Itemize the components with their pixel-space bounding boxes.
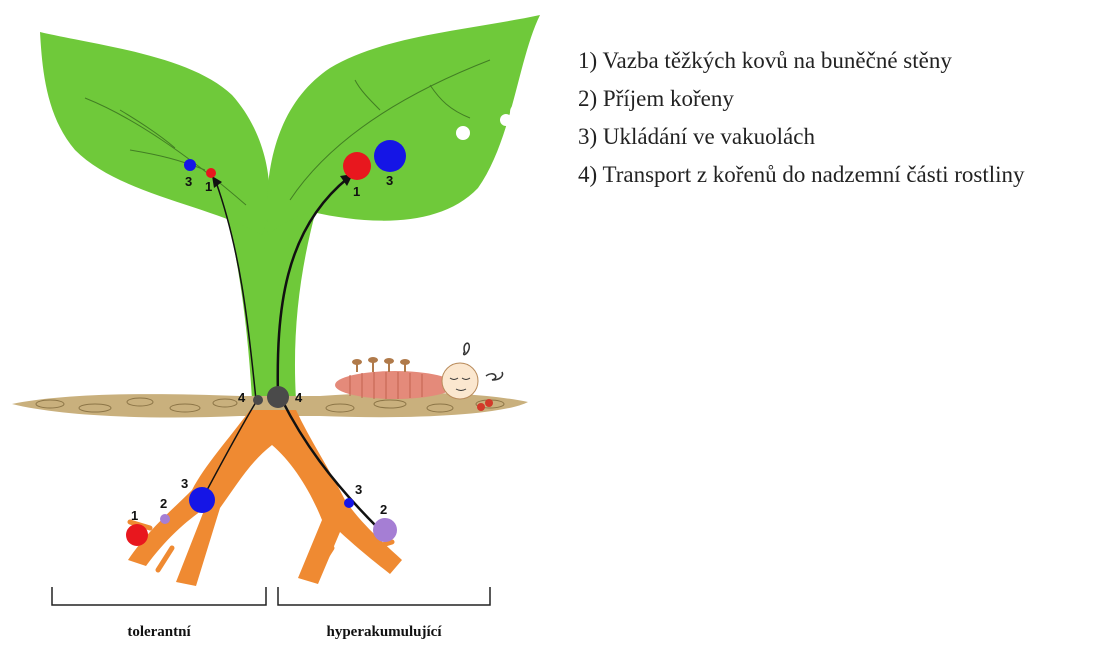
right-leaf-red-circle <box>343 152 371 180</box>
left-leaf-blue-circle <box>184 159 196 171</box>
marker-left-root-blue: 3 <box>181 476 188 491</box>
right-leaf-blue-circle <box>374 140 406 172</box>
legend-item: 4) Transport z kořenů do nadzemní části … <box>578 156 1098 194</box>
stem-node-small <box>253 395 263 405</box>
right-root-purple-circle <box>373 518 397 542</box>
marker-left-leaf-blue: 3 <box>185 174 192 189</box>
bracket-left <box>52 587 266 605</box>
marker-right-leaf-red: 1 <box>353 184 360 199</box>
legend-item: 2) Příjem kořeny <box>578 80 1098 118</box>
plant-diagram: 3 1 1 3 4 4 1 2 3 3 2 tolerantní hyperak… <box>0 0 560 648</box>
left-leaf-red-circle <box>206 168 216 178</box>
legend-item: 1) Vazba těžkých kovů na buněčné stěny <box>578 42 1098 80</box>
marker-right-root-purple: 2 <box>380 502 387 517</box>
group-label-left: tolerantní <box>127 624 191 640</box>
marker-left-root-red: 1 <box>131 508 138 523</box>
left-root-red-circle <box>126 524 148 546</box>
left-root-purple-circle <box>160 514 170 524</box>
legend-list: 1) Vazba těžkých kovů na buněčné stěny 2… <box>578 42 1098 194</box>
leaf-bite-hole <box>500 114 512 126</box>
right-leaf <box>267 15 540 235</box>
bracket-right <box>278 587 490 605</box>
left-root-blue-circle <box>189 487 215 513</box>
stem-node-large <box>267 386 289 408</box>
marker-right-leaf-blue: 3 <box>386 173 393 188</box>
marker-left-leaf-red: 1 <box>205 179 212 194</box>
marker-stem-left: 4 <box>238 390 246 405</box>
marker-left-root-purple: 2 <box>160 496 167 511</box>
marker-stem-right: 4 <box>295 390 303 405</box>
roots <box>128 410 402 586</box>
left-leaf <box>40 32 269 235</box>
marker-right-root-blue: 3 <box>355 482 362 497</box>
leaf-bite-hole <box>456 126 470 140</box>
plant-stem <box>226 210 316 400</box>
right-root-blue-circle <box>344 498 354 508</box>
group-label-right: hyperakumulující <box>326 624 442 640</box>
legend-item: 3) Ukládání ve vakuolách <box>578 118 1098 156</box>
leaf-bite-hole <box>510 103 528 121</box>
